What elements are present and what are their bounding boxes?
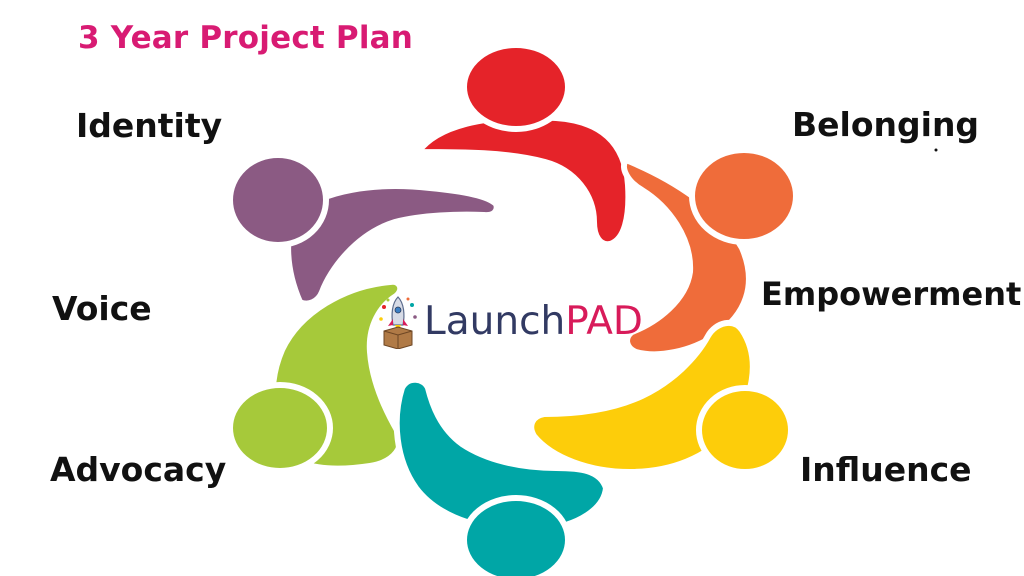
label-belonging: Belonging — [792, 105, 980, 144]
orange-person-body — [621, 156, 752, 358]
green-person-figure — [227, 278, 404, 474]
purple-person-figure — [227, 152, 500, 307]
purple-person-head — [227, 152, 329, 248]
red-person-figure — [411, 42, 632, 248]
logo-text-accent: PAD — [565, 299, 643, 344]
launchpad-logo: LaunchPAD — [376, 295, 643, 349]
green-person-head — [227, 382, 333, 474]
teal-person-figure — [393, 376, 610, 576]
label-voice: Voice — [52, 289, 152, 328]
teal-person-head — [461, 495, 571, 576]
decorative-dot — [934, 148, 938, 152]
yellow-person-figure — [528, 319, 794, 476]
page-title: 3 Year Project Plan — [78, 20, 414, 56]
label-advocacy: Advocacy — [50, 450, 227, 489]
yellow-person-head — [696, 385, 794, 475]
logo-text-main: Launch — [424, 299, 566, 344]
red-person-head — [461, 42, 571, 132]
teal-person-body — [393, 376, 610, 534]
orange-person-head — [689, 147, 799, 245]
launchpad-wordmark: LaunchPAD — [424, 295, 643, 349]
orange-person-figure — [621, 147, 799, 358]
red-person-body — [411, 114, 632, 248]
label-identity: Identity — [76, 106, 223, 145]
label-empowerment: Empowerment — [761, 275, 1022, 313]
rocket-in-box-icon — [379, 296, 417, 349]
label-influence: Influence — [800, 450, 972, 489]
